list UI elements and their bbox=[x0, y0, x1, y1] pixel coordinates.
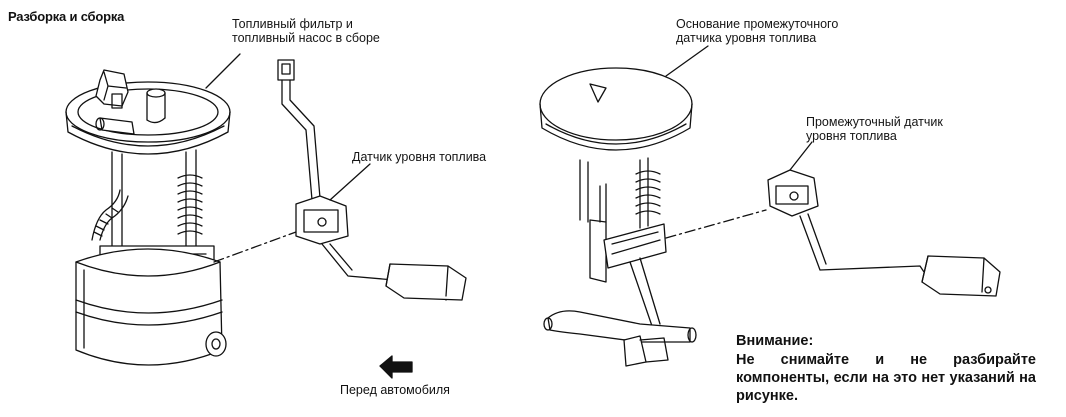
intermediate-fuel-level-sensor bbox=[767, 141, 1001, 297]
front-arrow-icon bbox=[379, 355, 413, 379]
intermediate-sensor-base bbox=[539, 45, 709, 367]
label-filter-pump-line1: Топливный фильтр и bbox=[232, 17, 353, 31]
label-intermediate-base-line1: Основание промежуточного bbox=[676, 17, 839, 31]
fuel-level-sensor bbox=[277, 59, 467, 301]
fuel-pump-assembly bbox=[65, 53, 241, 366]
label-fuel-level-sensor: Датчик уровня топлива bbox=[352, 150, 487, 164]
warning-heading: Внимание: bbox=[736, 333, 814, 349]
section-title: Разборка и сборка bbox=[8, 9, 125, 24]
label-vehicle-front: Перед автомобиля bbox=[340, 383, 450, 397]
label-filter-pump-line2: топливный насос в сборе bbox=[232, 31, 380, 45]
label-intermediate-base-line2: датчика уровня топлива bbox=[676, 31, 817, 45]
label-intermediate-sensor-line1: Промежуточный датчик bbox=[806, 115, 943, 129]
warning-body: Не снимайте и не разбирайте компоненты, … bbox=[736, 352, 1036, 404]
label-intermediate-sensor-line2: уровня топлива bbox=[806, 129, 897, 143]
